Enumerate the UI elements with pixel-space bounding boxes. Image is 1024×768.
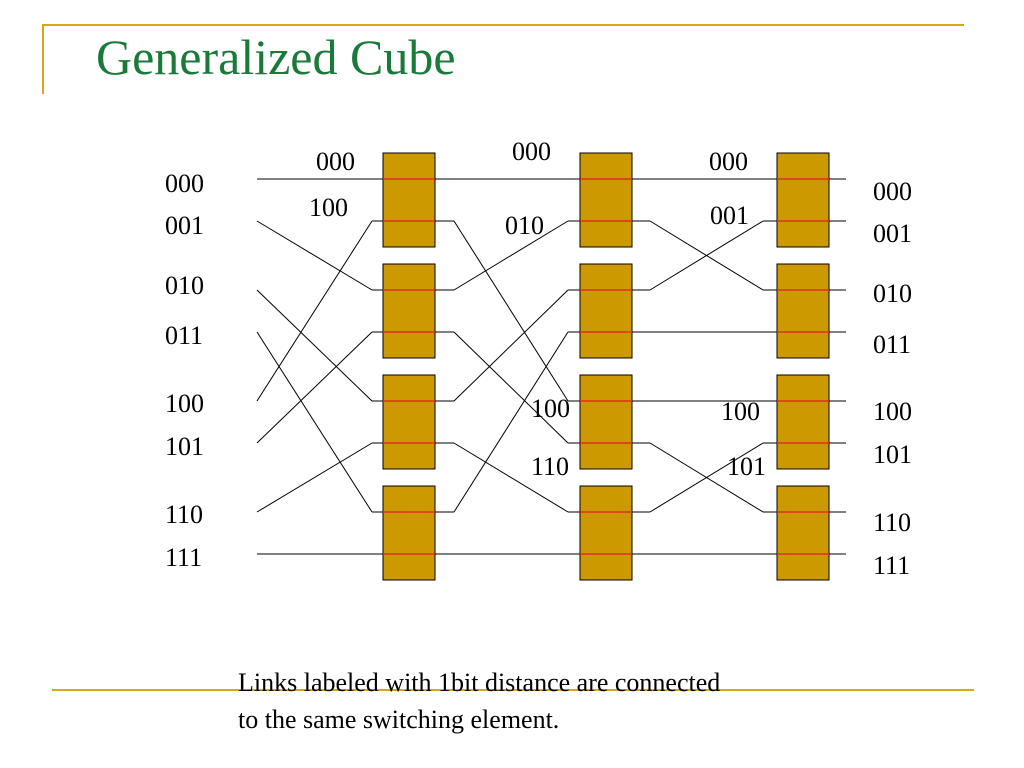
- wire: [453, 442, 569, 513]
- caption: Links labeled with 1bit distance are con…: [238, 664, 938, 738]
- wire: [649, 220, 764, 291]
- switch-box-stage1-1: [382, 152, 436, 248]
- bottom-rule: [52, 689, 974, 691]
- stage3-label-000: 000: [709, 147, 748, 176]
- input-label: 001: [165, 211, 204, 240]
- stage1-label-100: 100: [309, 193, 348, 222]
- stage3-label-100: 100: [721, 397, 760, 426]
- output-label: 101: [873, 440, 912, 469]
- switch-box-stage1-3: [382, 374, 436, 470]
- wire: [453, 331, 569, 444]
- input-labels: 000 001 010 011 100 101 110 111: [165, 169, 204, 572]
- switch-box-stage3-1: [776, 152, 830, 248]
- wire: [256, 331, 373, 444]
- output-label: 000: [873, 177, 912, 206]
- stage2-label-110: 110: [531, 452, 569, 481]
- output-labels: 000 001 010 011 100 101 110 111: [873, 177, 912, 580]
- wire: [453, 220, 569, 291]
- input-label: 100: [165, 389, 204, 418]
- stage3-label-101: 101: [727, 452, 766, 481]
- wire: [256, 289, 373, 402]
- switch-ports: [383, 178, 829, 555]
- switch-box-stage1-2: [382, 263, 436, 359]
- caption-line-2: to the same switching element.: [238, 705, 560, 734]
- output-label: 110: [873, 508, 911, 537]
- input-label: 010: [165, 271, 204, 300]
- output-label: 010: [873, 279, 912, 308]
- switch-box-stage1-4: [382, 485, 436, 581]
- wire: [256, 220, 373, 402]
- input-label: 111: [165, 543, 202, 572]
- input-label: 101: [165, 432, 204, 461]
- switch-boxes: [382, 152, 830, 581]
- stage1-label-000: 000: [316, 147, 355, 176]
- input-label: 000: [165, 169, 204, 198]
- switch-box-stage2-2: [579, 263, 633, 359]
- slide-title: Generalized Cube: [96, 29, 456, 85]
- switch-box-stage2-3: [579, 374, 633, 470]
- output-label: 001: [873, 219, 912, 248]
- switch-box-stage2-4: [579, 485, 633, 581]
- switch-box-stage3-4: [776, 485, 830, 581]
- output-label: 111: [873, 551, 910, 580]
- stage2-label-000: 000: [512, 137, 551, 166]
- frame-accent-vertical: [42, 24, 44, 94]
- stage-labels: 000 100 000 010 100 110 000 001 100 101: [309, 137, 766, 481]
- frame-accent-horizontal: [42, 24, 964, 26]
- wire: [256, 442, 373, 513]
- stage2-label-100: 100: [531, 394, 570, 423]
- caption-line-1: Links labeled with 1bit distance are con…: [238, 668, 721, 697]
- wire: [649, 442, 764, 513]
- wire: [256, 331, 373, 513]
- wire: [453, 331, 569, 513]
- stage3-label-001: 001: [710, 201, 749, 230]
- switch-box-stage2-1: [579, 152, 633, 248]
- wire: [453, 220, 569, 402]
- input-label: 011: [165, 321, 203, 350]
- output-label: 011: [873, 330, 911, 359]
- interconnect-wires: [256, 178, 846, 555]
- output-label: 100: [873, 397, 912, 426]
- switch-box-stage3-2: [776, 263, 830, 359]
- input-label: 110: [165, 500, 203, 529]
- wire: [453, 289, 569, 402]
- stage2-label-010: 010: [505, 211, 544, 240]
- switch-box-stage3-3: [776, 374, 830, 470]
- wire: [256, 220, 373, 291]
